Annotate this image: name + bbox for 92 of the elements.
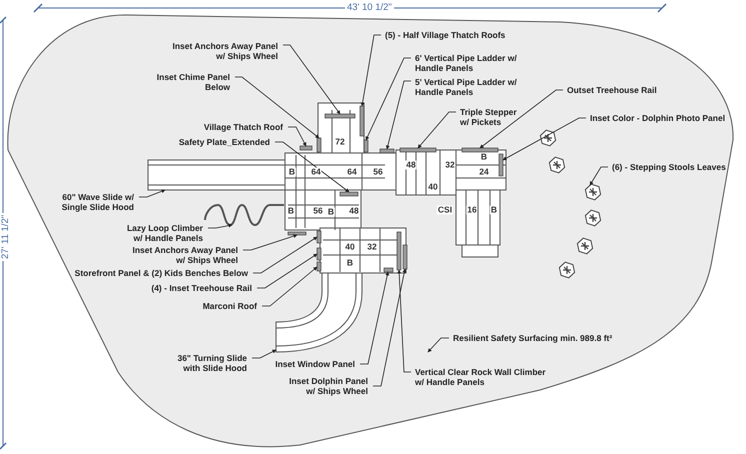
deck-label: CSI [436, 206, 454, 214]
deck-label: B [288, 168, 296, 176]
callout-label: (5) - Half Village Thatch Roofs [385, 30, 506, 40]
leader-line [252, 236, 318, 274]
panel-bar [316, 138, 322, 152]
callout-label: Inset Color - Dolphin Photo Panel [590, 113, 726, 123]
deck-label: 56 [312, 206, 324, 216]
leader-line [428, 338, 450, 352]
panel-bar [288, 232, 306, 236]
slide-drawing [148, 160, 286, 190]
leader-line [366, 58, 412, 140]
leader-line [274, 142, 350, 192]
loop-climber-drawing [204, 204, 284, 226]
dimension-label: 27' 11 1/2" [0, 212, 11, 261]
panel-bar [316, 248, 322, 260]
panel-bar [300, 146, 312, 150]
panel-bar [324, 114, 356, 118]
leader-line [360, 34, 382, 106]
deck-label: B [286, 206, 296, 216]
callout-label: Inset Anchors Away Panel w/ Ships Wheel [170, 41, 278, 61]
deck-label: 24 [478, 168, 490, 176]
panel-bar [340, 192, 358, 196]
leader-line [590, 166, 608, 186]
callout-label: Inset Dolphin Panel w/ Ships Wheel [288, 376, 368, 396]
callout-label: 60" Wave Slide w/ Single Slide Hood [48, 192, 134, 212]
callout-label: Resilient Safety Surfacing min. 989.8 ft² [453, 333, 612, 343]
leader-line [386, 80, 412, 150]
stepping-stool-icon [540, 130, 556, 146]
callout-label: Village Thatch Roof [204, 122, 283, 132]
deck-label: 32 [444, 160, 456, 170]
leader-line [372, 268, 406, 386]
deck-label: 64 [346, 168, 358, 176]
panel-bar [380, 148, 394, 154]
callout-label: (6) - Stepping Stools Leaves [612, 162, 726, 172]
leader-line [262, 266, 318, 306]
panel-bar [396, 232, 402, 270]
panel-bar [360, 106, 364, 136]
slide-drawing [276, 272, 362, 352]
callout-label: Inset Chime Panel Below [154, 72, 230, 92]
callout-label: Inset Window Panel [275, 359, 355, 369]
stepping-stool-icon [558, 262, 576, 278]
stepping-stool-icon [576, 238, 594, 254]
deck-label: B [480, 152, 488, 162]
panel-bar [364, 140, 368, 152]
deck-label: 48 [405, 160, 417, 170]
panel-bar [384, 268, 394, 272]
leader-line [256, 254, 318, 288]
leader-line [208, 224, 232, 228]
stepping-stool-icon [584, 184, 602, 200]
leader-line [502, 118, 586, 160]
callout-label: 5' Vertical Pipe Ladder w/ Handle Panels [415, 77, 517, 97]
leader-line [234, 76, 320, 138]
callout-label: Safety Plate_Extended [178, 137, 270, 147]
deck-label: 32 [366, 242, 378, 252]
callout-label: Lazy Loop Climber w/ Handle Panels [123, 223, 203, 243]
panel-bar [316, 230, 322, 244]
leader-line [397, 270, 412, 372]
callout-label: 36" Turning Slide with Slide Hood [173, 353, 247, 373]
leader-line [360, 272, 390, 364]
callout-label: 6' Vertical Pipe Ladder w/ Handle Panels [415, 53, 517, 73]
panel-bar [316, 262, 322, 272]
panel-bar [462, 148, 498, 152]
deck-label: 40 [427, 182, 439, 192]
deck-label: 40 [344, 242, 356, 252]
leader-line [138, 189, 166, 198]
leader-line [282, 44, 340, 114]
deck-label: 72 [334, 138, 346, 146]
deck-label: 16 [466, 206, 478, 214]
panel-bar [498, 154, 504, 176]
deck-label: 48 [348, 206, 360, 216]
callout-label: Triple Stepper w/ Pickets [460, 107, 522, 127]
stepping-stool-icon [584, 210, 602, 226]
deck-label: B [346, 258, 354, 268]
callout-label: Outset Treehouse Rail [567, 85, 657, 95]
panel-bar [400, 148, 436, 152]
leader-line [480, 90, 564, 148]
leader-line [242, 234, 298, 250]
leader-line [252, 350, 276, 358]
deck-label: 64 [310, 168, 322, 176]
callout-label: Storefront Panel & (2) Kids Benches Below [74, 268, 248, 278]
callout-label: Inset Anchors Away Panel w/ Ships Wheel [130, 245, 238, 265]
stepping-stool-icon [548, 156, 566, 174]
leader-line [288, 126, 306, 146]
callout-label: Vertical Clear Rock Wall Climber w/ Handle Panels [415, 367, 549, 387]
dimension-label: 43' 10 1/2" [345, 2, 394, 13]
deck-label: B [326, 208, 336, 216]
deck-label: 56 [372, 168, 384, 176]
callout-label: Marconi Roof [202, 301, 257, 311]
deck-label: B [490, 206, 498, 214]
panel-bar [402, 244, 408, 270]
leader-line [418, 112, 456, 148]
callout-label: (4) - Inset Treehouse Rail [151, 283, 252, 293]
